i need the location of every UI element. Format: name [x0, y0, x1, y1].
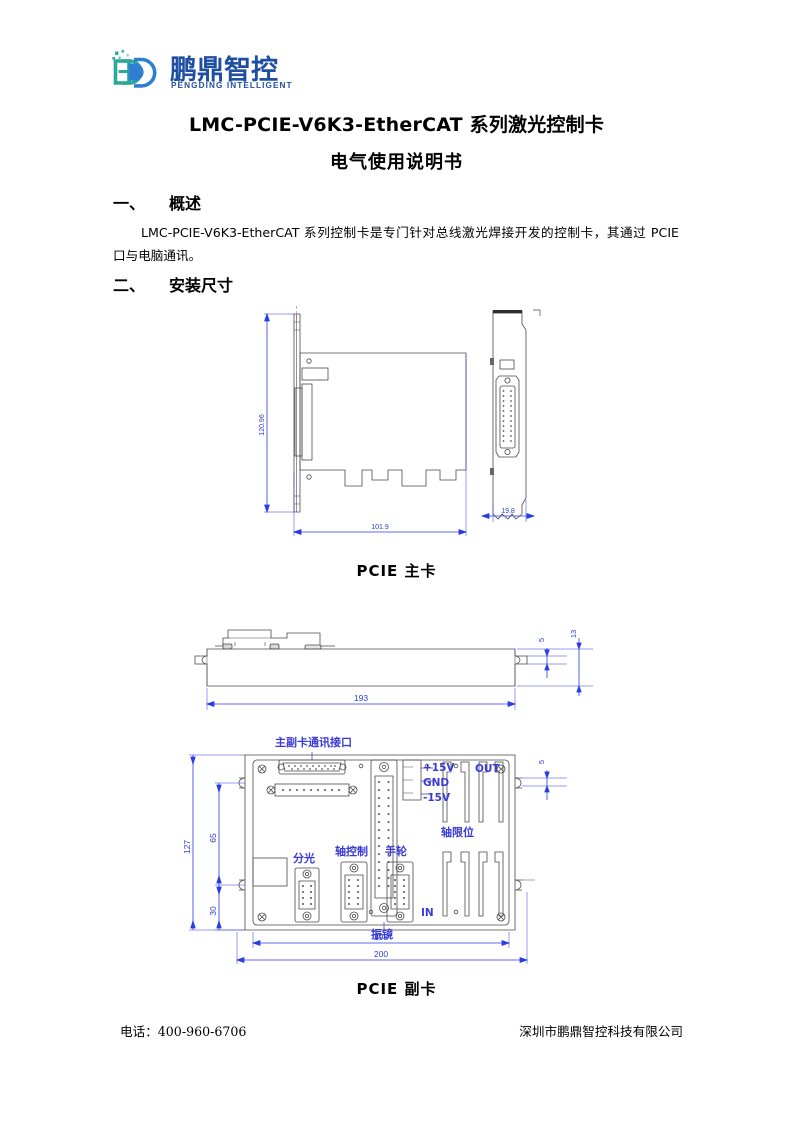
- dimension-bottom-193: 193: [374, 932, 388, 942]
- logo-mark-icon: [112, 50, 157, 88]
- section-heading-overview: 一、 概述: [113, 190, 201, 214]
- figure-pcie-sub-card-drawing: 193 5 13: [182, 629, 593, 964]
- port-label-axis-control: 轴控制: [335, 844, 368, 858]
- figure-pcie-main-card-drawing: 120.96 101.9 19.8: [259, 306, 541, 536]
- port-label-minus-15v: -15V: [423, 792, 451, 804]
- dimension-19-8: 19.8: [501, 508, 515, 515]
- section-number-1: 一、: [113, 194, 146, 213]
- section-body-overview: LMC-PCIE-V6K3-EtherCAT 系列控制卡是专门针对总线激光焊接开…: [113, 225, 679, 263]
- dimension-right-5: 5: [537, 760, 546, 764]
- dimension-top-193: 193: [354, 693, 368, 703]
- logo-english-name: PENGDING INTELLIGENT: [171, 81, 293, 90]
- dimension-120-96: 120.96: [259, 414, 266, 436]
- section-title-2: 安装尺寸: [169, 276, 234, 295]
- dimension-101-9: 101.9: [371, 524, 389, 531]
- dimension-bottom-200: 200: [374, 949, 388, 959]
- port-label-in: IN: [421, 907, 434, 919]
- port-label-comm-interface: 主副卡通讯接口: [275, 735, 352, 749]
- figure-caption-main-card: PCIE 主卡: [356, 562, 437, 580]
- figure-caption-sub-card: PCIE 副卡: [356, 980, 437, 998]
- document-subtitle: 电气使用说明书: [330, 152, 463, 173]
- logo-chinese-name: 鹏鼎智控: [170, 55, 278, 86]
- port-label-gnd: GND: [423, 777, 449, 789]
- dimension-65: 65: [208, 833, 218, 843]
- dimension-127: 127: [182, 840, 192, 854]
- footer-company: 深圳市鹏鼎智控科技有限公司: [519, 1024, 683, 1039]
- port-label-axis-limit: 轴限位: [441, 825, 474, 839]
- port-label-handwheel: 手轮: [385, 844, 407, 858]
- dimension-top-13: 13: [569, 630, 578, 638]
- dimension-top-5: 5: [537, 638, 546, 642]
- dimension-30: 30: [208, 906, 218, 916]
- footer-phone: 电话：400-960-6706: [120, 1024, 247, 1039]
- company-logo: 鹏鼎智控 PENGDING INTELLIGENT: [112, 46, 292, 98]
- section-heading-dimensions: 二、 安装尺寸: [113, 272, 233, 296]
- port-label-beam-splitter: 分光: [293, 851, 315, 865]
- document-title: LMC-PCIE-V6K3-EtherCAT 系列激光控制卡: [188, 114, 605, 136]
- port-label-plus-15v: +15V: [423, 762, 455, 774]
- port-label-galvo: 振镜: [371, 927, 393, 941]
- section-title-1: 概述: [169, 194, 202, 213]
- section-number-2: 二、: [113, 276, 146, 295]
- port-label-out: OUT: [475, 763, 500, 775]
